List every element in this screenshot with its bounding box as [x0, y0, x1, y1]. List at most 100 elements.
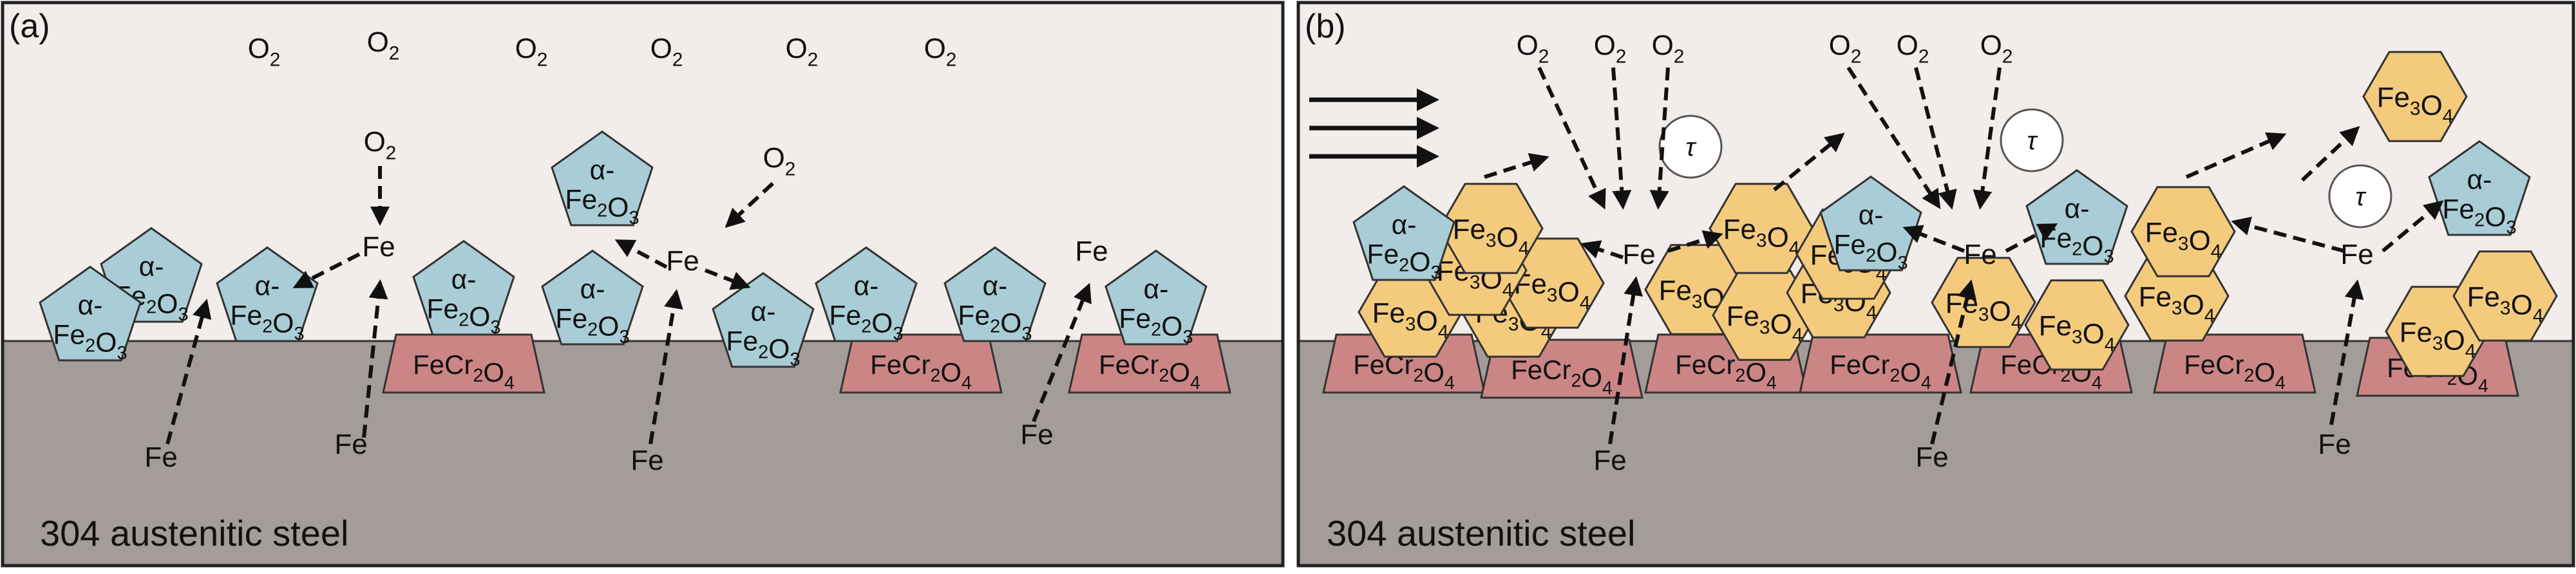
fe-label: Fe: [1593, 445, 1626, 476]
alpha-prefix: α-: [78, 290, 103, 320]
alpha-grain-shape: [712, 272, 815, 368]
alpha-prefix: α-: [590, 154, 615, 185]
alpha-grain-shape: [39, 265, 142, 362]
diffusion-arrow: [704, 268, 751, 290]
formula-label: Fe2O3: [958, 300, 1032, 344]
alpha-fe2o3-grain: α-Fe2O3: [815, 246, 918, 344]
tau-circle: [1658, 115, 1723, 179]
tau-circle: [2328, 164, 2392, 228]
alpha-grain-shape: [1352, 185, 1455, 281]
formula-label: Fe3O4: [2400, 317, 2476, 362]
o2-label: O2: [1517, 30, 1549, 67]
alpha-fe2o3-grain: α-Fe2O3: [1104, 249, 1208, 347]
fe3o4-grain: Fe3O4: [1438, 183, 1544, 274]
formula-label: Fe3O4: [1659, 275, 1736, 320]
tau-symbol: τ: [2356, 183, 2367, 211]
formula-label: Fe3O4: [1727, 301, 1803, 346]
o2-label: O2: [1897, 30, 1929, 67]
alpha-prefix: α-: [983, 270, 1008, 301]
diffusion-arrow: [1930, 279, 1976, 445]
alpha-prefix: α-: [1392, 209, 1417, 240]
alpha-grain-shape: [412, 239, 515, 336]
diffusion-arrow: [1537, 66, 1606, 210]
fecr2o4-grain-shape: [1799, 333, 1962, 394]
alpha-fe2o3-grain: α-Fe2O3: [551, 130, 654, 228]
formula-label: FeCr2O4: [1099, 349, 1200, 394]
fe-label: Fe: [362, 231, 395, 263]
alpha-fe2o3-grain: α-Fe2O3: [1352, 185, 1455, 283]
fe-label: Fe: [1915, 441, 1948, 473]
o2-label: O2: [650, 33, 683, 70]
formula-label: Fe3O4: [2139, 281, 2215, 327]
diffusion-arrow: [2382, 200, 2444, 253]
diffusion-arrow: [1914, 67, 1957, 210]
o2-label: O2: [763, 142, 796, 180]
diffusion-arrow: [649, 289, 683, 445]
alpha-fe2o3-grain: α-Fe2O3: [541, 249, 644, 347]
o2-label: O2: [1652, 30, 1685, 67]
diffusion-arrow: [1667, 230, 1723, 253]
formula-label: Fe3O4: [1372, 297, 1449, 343]
diffusion-arrow: [362, 279, 388, 438]
formula-label: Fe3O4: [2467, 281, 2544, 327]
fe3o4-grain-shape: [2024, 279, 2130, 371]
alpha-grain-shape: [551, 130, 654, 227]
tau-symbol: τ: [1686, 133, 1698, 162]
substrate-label-b: 304 austenitic steel: [1327, 513, 1635, 553]
formula-label: FeCr2O4: [2184, 349, 2286, 394]
fecr2o4-grain: FeCr2O4: [382, 333, 545, 394]
panel-a: FeCr2O4FeCr2O4FeCr2O4α-Fe2O3α-Fe2O3α-Fe2…: [1, 1, 1285, 568]
alpha-fe2o3-grain: α-Fe2O3: [943, 246, 1046, 344]
fecr2o4-grain: FeCr2O4: [839, 333, 1003, 394]
formula-label: FeCr2O4: [413, 349, 515, 394]
panel-b-border: [1296, 1, 2575, 568]
alpha-grain-shape: [943, 246, 1046, 342]
formula-label: FeCr2O4: [1675, 349, 1777, 394]
alpha-grain-shape: [541, 249, 644, 346]
diffusion-arrow: [1580, 240, 1624, 259]
fecr2o4-grain-shape: [2153, 333, 2316, 394]
alpha-prefix: α-: [2065, 193, 2090, 224]
formula-label: FeCr2O4: [1511, 355, 1613, 399]
formula-label: FeCr2O4: [1830, 349, 1931, 394]
substrate-label-a: 304 austenitic steel: [40, 513, 348, 553]
diffusion-arrow: [1973, 67, 2002, 210]
fe3o4-grain: Fe3O4: [2024, 279, 2130, 371]
formula-label: Fe2O3: [726, 326, 800, 370]
formula-label: Fe3O4: [2039, 310, 2116, 356]
fe3o4-grain: Fe3O4: [1709, 183, 1814, 274]
fe3o4-grain: Fe3O4: [2452, 250, 2558, 342]
alpha-grain-shape: [1819, 175, 1922, 272]
formula-label: FeCr2O4: [870, 349, 972, 394]
diffusion-arrow: [724, 181, 775, 228]
o2-label: O2: [364, 126, 397, 163]
fe3o4-grain: Fe3O4: [2362, 51, 2468, 142]
o2-label: O2: [924, 33, 957, 70]
formula-label: Fe2O3: [426, 293, 500, 338]
panel-a-border: [1, 1, 1285, 568]
alpha-prefix: α-: [580, 273, 605, 304]
tau-marker: τ: [2000, 108, 2064, 172]
panel-b-label: (b): [1305, 8, 1346, 45]
fe3o4-grain: Fe3O4: [1499, 237, 1605, 329]
alpha-grain-shape: [2428, 140, 2531, 236]
o2-label: O2: [248, 33, 281, 70]
tau-symbol: τ: [2027, 127, 2039, 155]
o2-label: O2: [1594, 30, 1627, 67]
diffusion-arrow: [1902, 225, 1965, 253]
panel-a-label: (a): [9, 8, 50, 45]
o2-label: O2: [1829, 30, 1862, 67]
fecr2o4-grain-shape: [839, 333, 1003, 394]
alpha-prefix: α-: [1859, 199, 1884, 230]
diffusion-arrow: [1649, 67, 1670, 210]
alpha-prefix: α-: [1144, 273, 1169, 304]
diffusion-arrow: [1484, 153, 1549, 179]
formula-label: Fe2O3: [230, 300, 304, 344]
diffusion-arrow: [1611, 67, 1632, 210]
diffusion-arrow: [2005, 223, 2058, 253]
formula-label: Fe3O4: [2145, 217, 2222, 263]
diffusion-arrow: [2185, 132, 2287, 179]
diffusion-arrow: [1032, 282, 1092, 423]
